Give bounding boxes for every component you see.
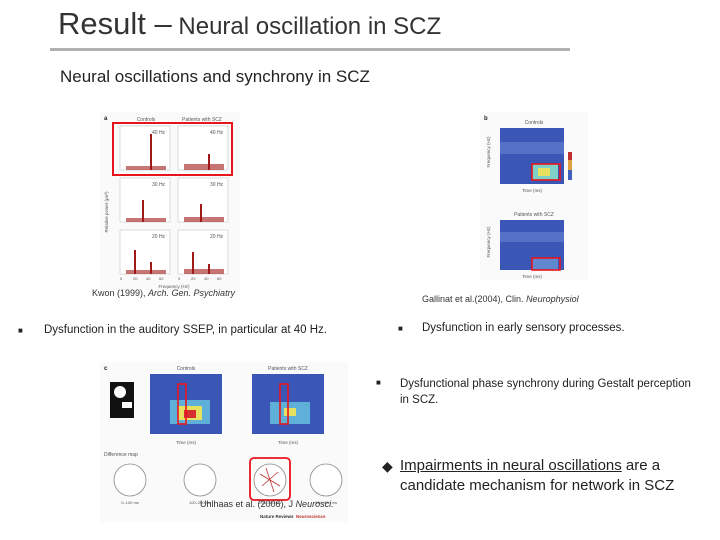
slide-title: Result – Neural oscillation in SCZ [58,6,441,42]
figure-c-graphic: c Controls Patients with SCZ Time (ms) T… [104,366,343,519]
figure-c-map-1: 100–200 ms [189,500,211,505]
figure-a-row2-label-scz: 30 Hz [210,182,224,188]
figure-b-panel-letter: b [484,116,488,122]
figure-a-caption-text: Kwon (1999), [92,288,149,298]
figure-c-map-3: 300–400 ms [315,500,337,505]
figure-b-ylabel-bottom: Frequency (Hz) [486,226,491,258]
figure-c-caption: Uhlhaas et al. (2006), J Neurosci. [200,499,334,509]
figure-c-xlabel-scz: Time (ms) [278,440,299,445]
figure-a-tick-1b: 20 [191,276,196,281]
bullet-right-2-marker: ■ [376,378,381,387]
face-stimulus-icon [110,382,134,418]
figure-a-caption-journal: Arch. Gen. Psychiatry [148,288,236,298]
figure-c-panel-letter: c [104,366,108,372]
figure-b-caption: Gallinat et al.(2004), Clin. Neurophysio… [422,294,579,304]
figure-a-row2-label-ctrl: 30 Hz [152,182,166,188]
figure-c-diff-label: Difference map [104,452,138,458]
figure-a-panel-letter: a [104,116,108,122]
takeaway-rest: are a candidate mechanism for network in… [400,457,675,494]
bullet-right-1-marker: ■ [398,324,403,333]
takeaway-underlined: Impairments in neural oscillations [400,457,622,474]
figure-a-highlight-box [112,122,233,176]
figure-a-xlabel: Frequency (Hz) [158,284,190,289]
figure-c-highlight-controls [177,383,187,425]
figure-c-xlabel-ctrl: Time (ms) [176,440,197,445]
diamond-bullet-icon: ◆ [382,458,393,474]
figure-b-graphic: b Controls Frequency (Hz) Time (ms) Pati… [484,116,572,279]
figure-b-caption-text: Gallinat et al.(2004), Clin. [422,294,527,304]
slide-title-main: Result – [58,6,172,41]
figure-c-caption-text: Uhlhaas et al. (2006), J [200,499,296,509]
figure-c-highlight-map [249,457,291,501]
figure-a-tick-2b: 40 [204,276,209,281]
slide-title-rest: Neural oscillation in SCZ [171,13,442,40]
figure-c-footer-journal: Neuroscience [296,514,326,519]
figure-a-tick-2: 40 [146,276,151,281]
figure-a-row3-label-ctrl: 20 Hz [152,234,166,240]
slide-subtitle: Neural oscillations and synchrony in SCZ [60,67,370,86]
scalp-maps [113,457,343,501]
bullet-left-marker: ■ [18,326,23,335]
figure-a-caption: Kwon (1999), Arch. Gen. Psychiatry [92,288,235,298]
figure-a-graphic: a Controls Patients with SCZ Relative po… [104,116,233,289]
figure-a-tick-0b: 0 [178,276,181,281]
title-divider [50,48,570,51]
figure-a-col1: Controls [137,117,156,123]
figure-a-ylabel: Relative power (μV²) [104,191,109,233]
figure-b-caption-journal: Neurophysiol [526,294,579,304]
bullet-left-text: Dysfunction in the auditory SSEP, in par… [44,324,327,336]
figure-b-highlight-bottom [531,257,561,271]
figure-a-row-40hz: 40 Hz 40 Hz [119,125,229,171]
figure-b-xlabel-bottom: Time (ms) [522,274,543,279]
figure-a-row1-label-scz: 40 Hz [210,130,224,136]
figure-c-caption-journal: Neurosci. [295,499,334,509]
figure-a-row3-label-scz: 20 Hz [210,234,224,240]
figure-a-power-spectra: a Controls Patients with SCZ Relative po… [100,112,240,290]
figure-c-footer-nature: Nature Reviews [260,514,294,519]
figure-c-phase-synchrony: c Controls Patients with SCZ Time (ms) T… [100,362,348,522]
figure-c-map-2: 200–300 ms [259,500,281,505]
figure-c-col1: Controls [177,366,196,372]
bullet-right-2-text: Dysfunctional phase synchrony during Ges… [400,378,691,406]
figure-b-bottom-label: Patients with SCZ [514,212,554,218]
takeaway-text: Impairments in neural oscillations are a… [400,456,710,496]
figure-a-tick-3b: 60 [217,276,222,281]
figure-c-highlight-scz [279,383,289,425]
figure-b-xlabel-top: Time (ms) [522,188,543,193]
figure-a-tick-1: 20 [133,276,138,281]
figure-c-map-0: 0–100 ms [121,500,139,505]
figure-c-col2: Patients with SCZ [268,366,308,372]
figure-a-row-30hz: 30 Hz 30 Hz [119,177,229,223]
figure-a-col2: Patients with SCZ [182,117,222,123]
figure-a-row-20hz: 20 Hz 20 Hz [119,229,229,275]
figure-b-time-frequency: b Controls Frequency (Hz) Time (ms) Pati… [480,112,588,280]
figure-b-top-label: Controls [525,120,544,126]
figure-a-tick-3: 60 [159,276,164,281]
figure-b-ylabel-top: Frequency (Hz) [486,136,491,168]
figure-b-highlight-top [531,163,561,181]
figure-a-row1-label-ctrl: 40 Hz [152,130,166,136]
bullet-right-1-text: Dysfunction in early sensory processes. [422,322,625,334]
figure-a-tick-0: 0 [120,276,123,281]
